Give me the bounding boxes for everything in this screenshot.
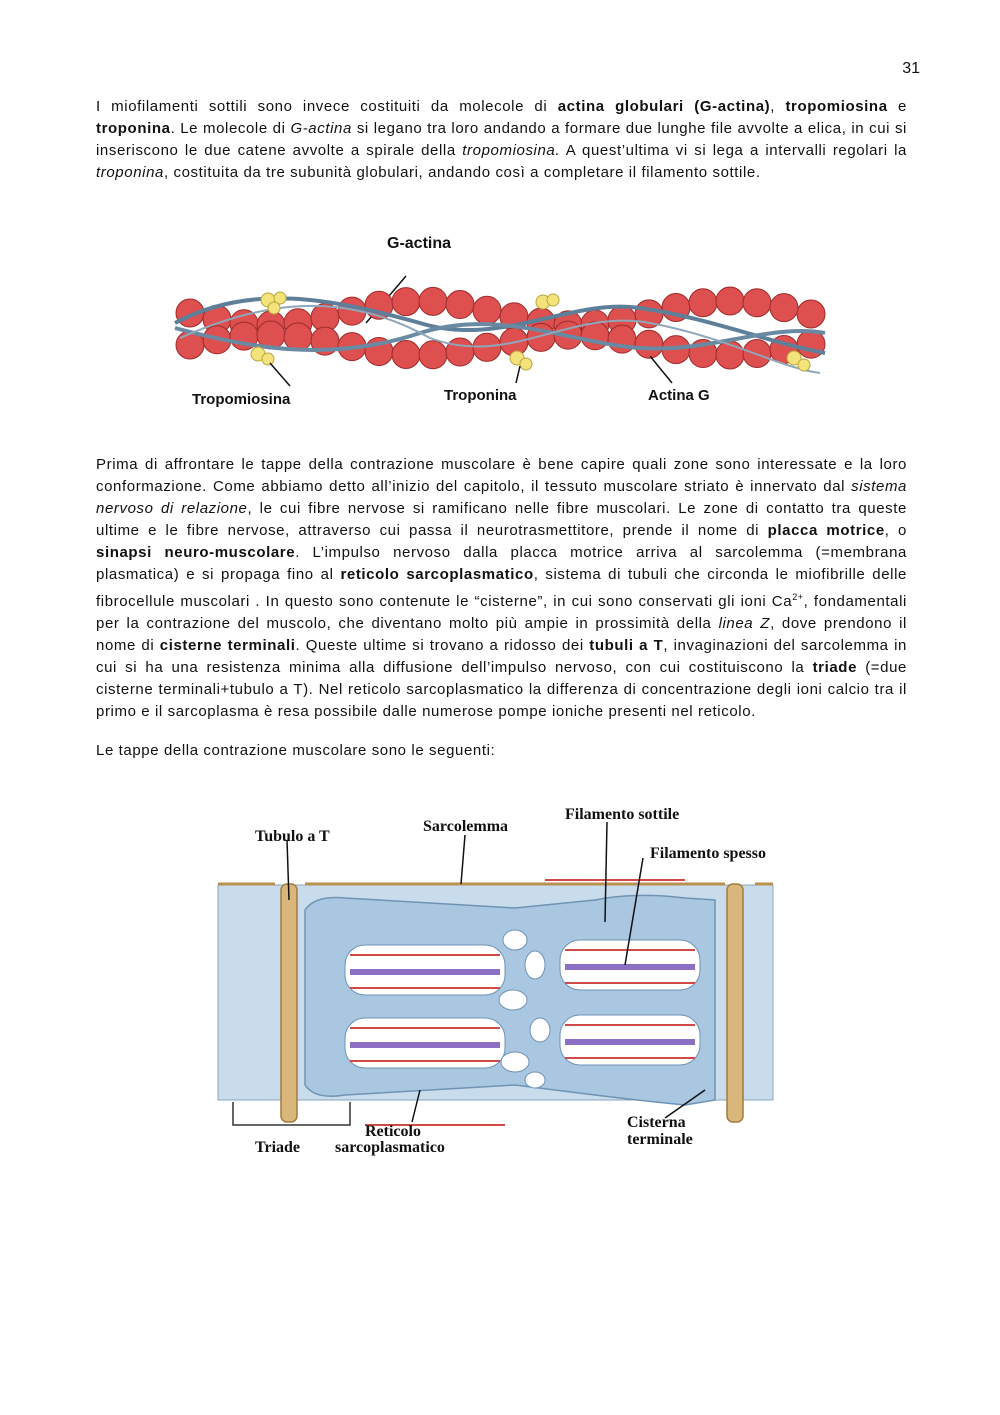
actin-bead (445, 290, 475, 320)
actin-bead (769, 293, 799, 323)
label-reticolo-1: Reticolo (365, 1123, 421, 1140)
label-triade: Triade (255, 1139, 300, 1156)
actin-bead (688, 288, 718, 318)
actin-bead (715, 286, 745, 316)
label-tubulo-a-t: Tubulo a T (255, 828, 330, 845)
g-actina-title: G-actina (387, 235, 451, 252)
paragraph-conformation: Prima di affrontare le tappe della contr… (96, 456, 907, 720)
actin-bead (418, 340, 448, 370)
paragraph-steps-intro: Le tappe della contrazione muscolare son… (96, 742, 496, 759)
paragraph-thin-filaments: I miofilamenti sottili sono invece costi… (96, 98, 907, 181)
actin-bead (418, 286, 448, 316)
label-tropomiosina: Tropomiosina (192, 391, 291, 408)
label-filamento-sottile: Filamento sottile (565, 806, 679, 823)
label-cisterna-2: terminale (627, 1131, 693, 1148)
label-filamento-spesso: Filamento spesso (650, 845, 766, 862)
actin-bead (445, 337, 475, 367)
actin-bead (742, 288, 772, 318)
thin-filament-figure: G-actina Tropomiosina Troponina Actina G (170, 228, 830, 418)
sarcoplasmic-reticulum-figure: Tubulo a T Sarcolemma Filamento sottile … (215, 800, 785, 1165)
actin-bead (634, 329, 664, 359)
label-reticolo-2: sarcoplasmatico (335, 1139, 445, 1156)
actin-bead (472, 295, 502, 325)
label-cisterna-1: Cisterna (627, 1114, 686, 1131)
label-sarcolemma: Sarcolemma (423, 818, 508, 835)
actin-bead (391, 340, 421, 370)
actin-bead (580, 321, 610, 351)
label-actina-g: Actina G (648, 387, 710, 404)
actin-bead (391, 287, 421, 317)
label-troponina: Troponina (444, 387, 517, 404)
page-number: 31 (902, 60, 920, 77)
actin-bead (796, 299, 826, 329)
actin-bead (283, 322, 313, 352)
